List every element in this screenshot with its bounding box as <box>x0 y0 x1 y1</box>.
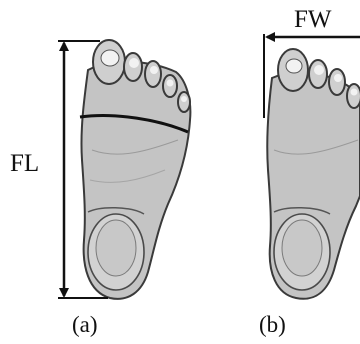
foot-illustration-a <box>80 40 190 299</box>
foot-width-label: FW <box>294 6 332 34</box>
panel-b-caption: (b) <box>259 312 286 338</box>
foot-length-label: FL <box>10 150 39 178</box>
panel-a-caption: (a) <box>72 312 98 338</box>
foot-illustration-b <box>267 49 360 299</box>
